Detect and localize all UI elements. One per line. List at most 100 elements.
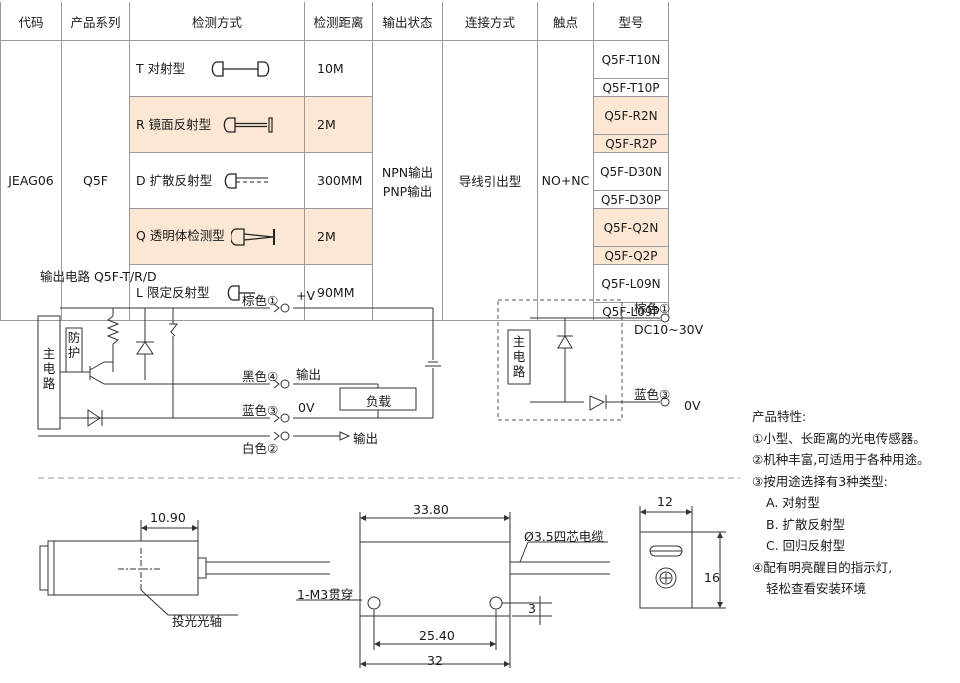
- main-circuit-char: 主: [512, 334, 526, 349]
- feature-item: ③按用途选择有3种类型:: [752, 473, 888, 489]
- main-circuit-label: 主 电 路: [42, 346, 56, 391]
- blue-wire-label: 蓝色③: [242, 403, 279, 418]
- cell-mode: D 扩散反射型: [129, 152, 305, 209]
- table-row: D 扩散反射型 300MM Q5F-D30N: [1, 152, 669, 209]
- mode-label: T 对射型: [136, 60, 186, 76]
- black-wire-value: 输出: [296, 367, 322, 382]
- transparent-detect-icon: [229, 228, 275, 246]
- feature-item: A. 对射型: [766, 495, 820, 510]
- mode-label: Q 透明体检测型: [136, 228, 225, 244]
- cell-distance: 10M: [304, 40, 373, 97]
- dim-optical-axis: 投光光轴: [172, 614, 223, 629]
- header-model: 型号: [593, 2, 669, 41]
- dim-end-height: 16: [704, 570, 720, 585]
- dim-mount-hole: 1-M3贯穿: [297, 587, 354, 602]
- terminal-brown: [280, 303, 290, 313]
- side-view-body: [47, 540, 199, 596]
- end-view-body: [639, 531, 693, 609]
- cell-output: NPN输出 PNP输出: [372, 40, 443, 321]
- brown-wire-label: 棕色①: [242, 293, 279, 308]
- table-row: R 镜面反射型 2M Q5F-R2N: [1, 96, 669, 153]
- dim-lens-width: 10.90: [150, 510, 186, 525]
- brown-wire2-value: DC10~30V: [634, 322, 704, 337]
- main-circuit2-label: 主 电 路: [512, 334, 526, 379]
- output-npn: NPN输出: [381, 164, 434, 180]
- spec-table: 代码 产品系列 检测方式 检测距离 输出状态 连接方式 触点 型号 JEAG06…: [0, 2, 669, 321]
- terminal-white: [280, 431, 290, 441]
- cell-distance: 2M: [304, 208, 373, 265]
- load-label: 负载: [366, 394, 392, 409]
- through-beam-icon: [211, 61, 270, 77]
- circuit1-title: 输出电路 Q5F-T/R/D: [40, 269, 157, 284]
- terminal-black: [280, 379, 290, 389]
- brown-wire2-label: 棕色①: [634, 301, 671, 316]
- cell-series: Q5F: [61, 40, 130, 321]
- main-circuit-char: 路: [512, 364, 526, 379]
- cell-contact: NO+NC: [537, 40, 594, 321]
- cell-model: Q5F-Q2P: [593, 246, 669, 265]
- terminal2-brown: [660, 313, 670, 323]
- table-row: JEAG06 Q5F T 对射型 10M NPN输出 PNP输出 导线引出型 N…: [0, 40, 669, 321]
- circuit2-dashed-box: [497, 299, 623, 421]
- feature-item: B. 扩散反射型: [766, 516, 846, 532]
- dim-end-width: 12: [657, 494, 673, 509]
- mirror-reflective-icon: [223, 117, 273, 133]
- protection-label: 防 护: [67, 330, 81, 360]
- blue-wire-value: 0V: [298, 400, 315, 415]
- feature-item: ④配有明亮醒目的指示灯,: [752, 559, 893, 575]
- black-wire-label: 黑色④: [242, 369, 279, 384]
- table-header-row: 代码 产品系列 检测方式 检测距离 输出状态 连接方式 触点 型号: [0, 2, 669, 41]
- limited-reflective-icon: [228, 285, 256, 301]
- blue-wire2-value: 0V: [684, 398, 701, 413]
- mode-label: R 镜面反射型: [136, 116, 212, 132]
- header-series: 产品系列: [61, 2, 130, 41]
- main-circuit-char: 电: [42, 361, 56, 376]
- blue-wire2-label: 蓝色③: [634, 387, 671, 402]
- dim-body-length: 33.80: [413, 502, 449, 517]
- white-wire-label: 白色②: [242, 441, 279, 456]
- product-features: 产品特性: ①小型、长距离的光电传感器。 ②机种丰富,可适用于各种用途。 ③按用…: [752, 406, 930, 600]
- feature-item: ①小型、长距离的光电传感器。: [752, 430, 926, 446]
- dim-hole-pitch: 25.40: [419, 628, 455, 643]
- terminal2-blue: [660, 397, 670, 407]
- circuit2-main-box: [507, 329, 531, 385]
- output-pnp: PNP输出: [382, 183, 433, 199]
- cell-model: Q5F-Q2N: [593, 208, 669, 247]
- front-view-body: [359, 541, 511, 617]
- header-mode: 检测方式: [129, 2, 305, 41]
- cell-distance: 90MM: [304, 264, 373, 321]
- dim-cable: Ø3.5四芯电缆: [524, 529, 604, 544]
- cell-model: Q5F-R2N: [593, 96, 669, 135]
- table-row: L 限定反射型 90MM Q5F-L09N: [1, 264, 669, 321]
- white-wire-value: 输出: [353, 431, 379, 446]
- header-contact: 触点: [537, 2, 594, 41]
- cell-distance: 300MM: [304, 152, 373, 209]
- feature-item: C. 回归反射型: [766, 538, 846, 553]
- dim-hole-offset: 3: [528, 601, 536, 616]
- features-title: 产品特性:: [752, 409, 807, 424]
- main-circuit-char: 主: [42, 346, 56, 361]
- cell-mode: R 镜面反射型: [129, 96, 305, 153]
- cell-connection: 导线引出型: [442, 40, 538, 321]
- feature-item: ②机种丰富,可适用于各种用途。: [752, 452, 930, 467]
- protection-char: 护: [67, 345, 81, 360]
- diffuse-reflective-icon: [224, 173, 269, 189]
- cell-mode: Q 透明体检测型: [129, 208, 305, 265]
- dim-base-length: 32: [427, 653, 443, 668]
- table-row: Q 透明体检测型 2M Q5F-Q2N: [1, 208, 669, 265]
- cell-model: Q5F-L09P: [593, 302, 669, 321]
- mode-label: D 扩散反射型: [136, 172, 213, 188]
- main-circuit-char: 电: [512, 349, 526, 364]
- mode-label: L 限定反射型: [136, 284, 210, 300]
- cell-model: Q5F-D30N: [593, 152, 669, 191]
- cell-mode: T 对射型: [129, 40, 305, 97]
- cell-mode: L 限定反射型: [129, 264, 305, 321]
- cell-distance: 2M: [304, 96, 373, 153]
- cell-model: Q5F-T10P: [593, 78, 669, 97]
- cell-model: Q5F-R2P: [593, 134, 669, 153]
- protection-char: 防: [67, 330, 81, 345]
- terminal-blue: [280, 413, 290, 423]
- main-circuit-char: 路: [42, 376, 56, 391]
- feature-item: 轻松查看安装环境: [766, 581, 867, 596]
